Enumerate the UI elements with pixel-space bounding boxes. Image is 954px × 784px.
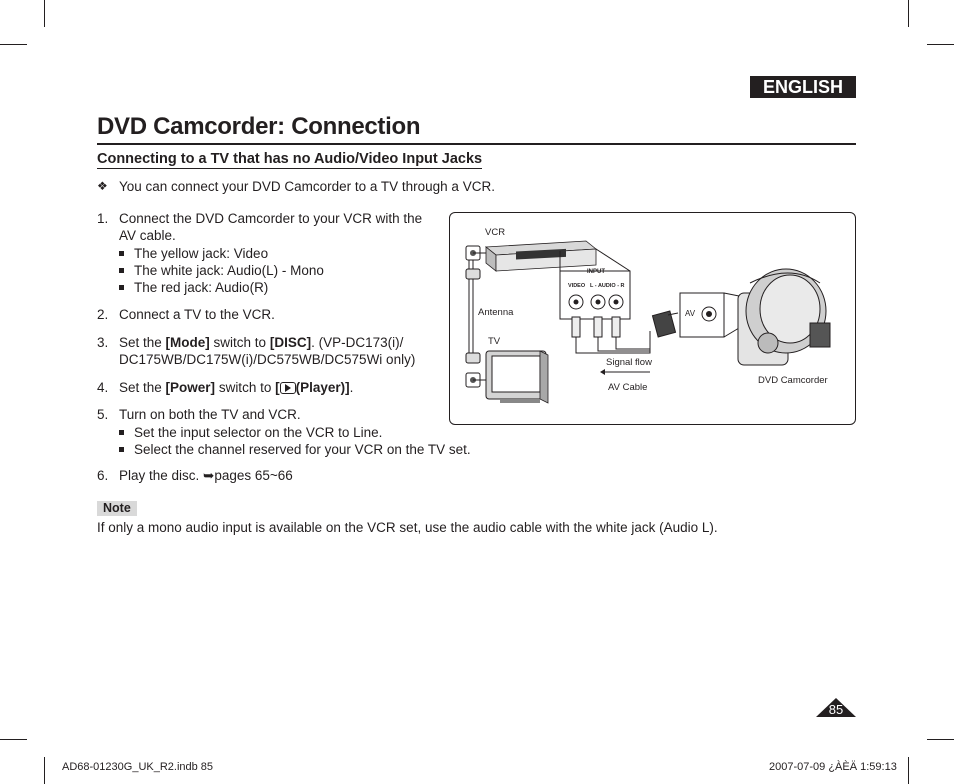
step-text: Set the [Power] switch to [ (Player)]. bbox=[119, 379, 353, 396]
title-divider bbox=[97, 143, 856, 145]
step-text: Connect a TV to the VCR. bbox=[119, 307, 275, 322]
diamond-bullet-icon: ❖ bbox=[97, 179, 108, 193]
av-cable bbox=[571, 310, 679, 375]
step-text: Connect the DVD Camcorder to your VCR wi… bbox=[119, 210, 422, 244]
page-reference: pages 65~66 bbox=[214, 468, 293, 483]
text: . bbox=[349, 380, 354, 395]
crop-mark bbox=[927, 739, 954, 740]
power-label: [Power] bbox=[165, 380, 216, 395]
square-bullet-icon bbox=[119, 268, 124, 273]
list-item: The yellow jack: Video bbox=[119, 245, 268, 262]
input-label: INPUT bbox=[587, 269, 605, 275]
antenna-cable bbox=[465, 245, 486, 388]
text: switch to bbox=[215, 380, 276, 395]
page-reference-arrow-icon: ➥ bbox=[203, 468, 215, 483]
step-number: 2. bbox=[97, 307, 109, 322]
player-mode-icon bbox=[279, 382, 296, 394]
square-bullet-icon bbox=[119, 430, 124, 435]
audio-jack-label: L - AUDIO - R bbox=[590, 283, 625, 289]
av-jack-label: AV bbox=[685, 309, 696, 318]
step-number: 3. bbox=[97, 335, 109, 350]
list-item-text: The yellow jack: Video bbox=[134, 246, 269, 261]
step-text: Set the [Mode] switch to [DISC]. (VP-DC1… bbox=[119, 334, 415, 368]
step-text: Turn on both the TV and VCR. bbox=[119, 407, 301, 422]
language-badge: ENGLISH bbox=[750, 76, 856, 98]
footer-timestamp: 2007-07-09 ¿ÀÈÄ 1:59:13 bbox=[769, 761, 897, 773]
text: Play the disc. bbox=[119, 468, 204, 483]
video-jack-label: VIDEO bbox=[568, 283, 586, 289]
step-line: DC175WB/DC175W(i)/DC575WB/DC575Wi only) bbox=[119, 352, 416, 367]
step-number: 4. bbox=[97, 380, 109, 395]
step-line: Connect the DVD Camcorder to your VCR wi… bbox=[119, 211, 423, 226]
text: Set the bbox=[119, 380, 166, 395]
crop-mark bbox=[908, 757, 909, 784]
bracket: [ bbox=[275, 380, 280, 395]
list-item: Set the input selector on the VCR to Lin… bbox=[119, 424, 382, 441]
vcr-illustration bbox=[484, 240, 598, 272]
crop-mark bbox=[44, 757, 45, 784]
tv-illustration bbox=[485, 350, 549, 404]
square-bullet-icon bbox=[119, 447, 124, 452]
page-number-text: 85 bbox=[828, 702, 844, 717]
crop-mark bbox=[0, 739, 27, 740]
text: Set the bbox=[119, 335, 166, 350]
note-label: Note bbox=[97, 501, 137, 516]
player-label: (Player)] bbox=[295, 380, 350, 395]
list-item-text: The red jack: Audio(R) bbox=[134, 280, 269, 295]
crop-mark bbox=[44, 0, 45, 27]
camcorder-label: DVD Camcorder bbox=[758, 375, 828, 386]
vcr-label: VCR bbox=[485, 227, 506, 238]
diagram-illustration bbox=[465, 240, 831, 404]
list-item: The white jack: Audio(L) - Mono bbox=[119, 262, 324, 279]
vcr-input-panel bbox=[559, 248, 631, 320]
intro-text: You can connect your DVD Camcorder to a … bbox=[119, 179, 495, 194]
list-item-text: The white jack: Audio(L) - Mono bbox=[134, 263, 324, 278]
list-item-text: Set the input selector on the VCR to Lin… bbox=[134, 425, 383, 440]
av-jack-callout bbox=[679, 292, 755, 338]
signal-flow-label: Signal flow bbox=[606, 357, 652, 368]
tv-label: TV bbox=[488, 336, 501, 347]
text: . (VP-DC173(i)/ bbox=[311, 335, 404, 350]
crop-mark bbox=[908, 0, 909, 27]
step-text: Play the disc. ➥pages 65~66 bbox=[119, 467, 293, 484]
step-number: 6. bbox=[97, 468, 109, 483]
step-number: 5. bbox=[97, 407, 109, 422]
step-number: 1. bbox=[97, 211, 109, 226]
connection-diagram: VCR Antenna TV INPUT VIDEO L - AUDIO - R… bbox=[449, 212, 856, 425]
text: switch to bbox=[209, 335, 270, 350]
note-text: If only a mono audio input is available … bbox=[97, 520, 718, 535]
page-title: DVD Camcorder: Connection bbox=[97, 113, 421, 140]
list-item: Select the channel reserved for your VCR… bbox=[119, 441, 471, 458]
camcorder-illustration bbox=[737, 268, 831, 366]
footer-file-info: AD68-01230G_UK_R2.indb 85 bbox=[62, 761, 214, 773]
square-bullet-icon bbox=[119, 285, 124, 290]
av-cable-label: AV Cable bbox=[608, 382, 648, 393]
list-item: The red jack: Audio(R) bbox=[119, 279, 268, 296]
crop-mark bbox=[0, 44, 27, 45]
disc-label: [DISC] bbox=[269, 335, 312, 350]
page-number: 85 bbox=[816, 698, 856, 717]
antenna-label: Antenna bbox=[478, 307, 514, 318]
section-title: Connecting to a TV that has no Audio/Vid… bbox=[97, 151, 483, 169]
list-item-text: Select the channel reserved for your VCR… bbox=[134, 442, 471, 457]
crop-mark bbox=[927, 44, 954, 45]
mode-label: [Mode] bbox=[165, 335, 210, 350]
square-bullet-icon bbox=[119, 251, 124, 256]
step-line: AV cable. bbox=[119, 228, 176, 243]
